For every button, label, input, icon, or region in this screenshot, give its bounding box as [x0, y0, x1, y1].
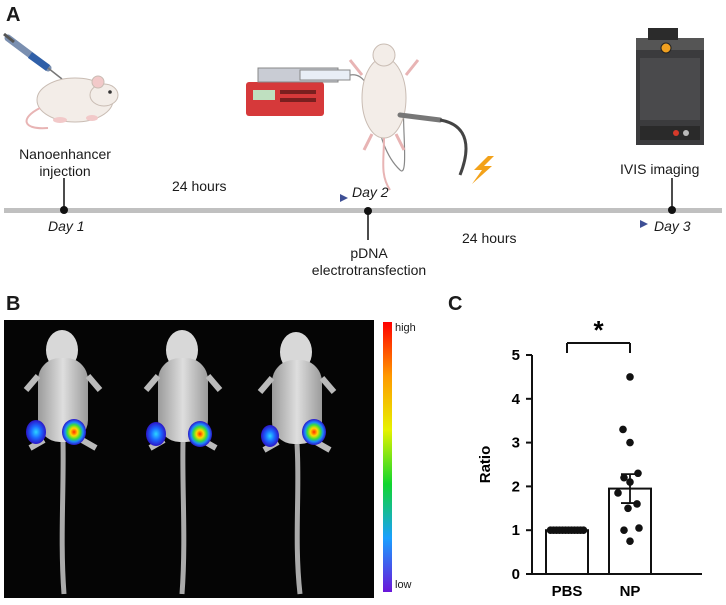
step-imaging-label: IVIS imaging: [620, 161, 700, 177]
y-tick-label: 1: [512, 522, 520, 539]
data-point-np: [633, 500, 641, 508]
colorbar: [383, 322, 392, 592]
data-point-np: [620, 526, 628, 534]
y-tick-label: 2: [512, 478, 520, 495]
step-injection-line2: injection: [39, 163, 91, 179]
step-electro-line2: electrotransfection: [311, 262, 427, 278]
colorbar-low-label: low: [395, 579, 412, 591]
day3-marker-dot: [668, 206, 676, 214]
x-tick-label: PBS: [552, 583, 583, 600]
y-tick-label: 3: [512, 435, 520, 452]
step-injection-label: Nanoenhancer injection: [6, 146, 124, 180]
step-electro-line1: pDNA: [350, 245, 388, 261]
data-point-np: [626, 373, 634, 381]
panel-c-label: C: [448, 293, 463, 315]
lightning-icon: [472, 156, 494, 184]
day1-marker-dot: [60, 206, 68, 214]
step-injection-line1: Nanoenhancer: [19, 146, 111, 162]
interval-arrow-2-head: [640, 220, 648, 228]
day2-marker-dot: [364, 207, 372, 215]
colorbar-high-label: high: [395, 322, 416, 334]
panel-a-label: A: [6, 4, 21, 26]
mouse-silhouette-2: [143, 330, 223, 595]
y-tick-label: 4: [512, 391, 521, 408]
y-tick-label: 0: [512, 566, 520, 583]
mouse-silhouette-1: [23, 330, 103, 595]
syringe-icon: [3, 32, 63, 80]
panel-a-illustration: [3, 28, 722, 240]
bar-pbs: [545, 529, 589, 575]
day3-label: Day 3: [654, 218, 691, 234]
data-point-np: [626, 478, 634, 486]
step-electro-label: pDNA electrotransfection: [296, 245, 442, 279]
x-tick-label: NP: [620, 583, 641, 600]
ivis-machine-icon: [636, 28, 704, 145]
ivis-image: [4, 320, 374, 598]
y-axis-title: Ratio: [477, 446, 494, 484]
data-point-np: [626, 438, 634, 447]
data-point-np: [634, 469, 642, 478]
timeline-bar: [4, 208, 722, 213]
rat-icon: [348, 43, 420, 191]
ivis-image-svg: [23, 330, 337, 595]
significance-star: *: [593, 315, 604, 345]
data-point-np: [620, 473, 628, 482]
interval-2-label: 24 hours: [462, 230, 517, 246]
day1-label: Day 1: [48, 218, 85, 234]
interval-1-label: 24 hours: [172, 178, 227, 194]
data-point-pbs: [579, 526, 588, 534]
mouse-silhouette-3: [257, 332, 337, 595]
y-tick-label: 5: [512, 347, 520, 364]
panel-b-label: B: [6, 293, 21, 315]
data-point-np: [626, 537, 634, 545]
data-point-np: [614, 489, 622, 497]
data-point-np: [624, 504, 632, 513]
interval-arrow-1-head: [340, 194, 348, 202]
data-point-np: [619, 425, 627, 434]
pump-icon: [246, 67, 406, 172]
mouse-icon: [25, 75, 119, 130]
data-point-np: [635, 524, 643, 532]
day2-label: Day 2: [352, 184, 389, 200]
electrode-icon: [397, 112, 468, 176]
